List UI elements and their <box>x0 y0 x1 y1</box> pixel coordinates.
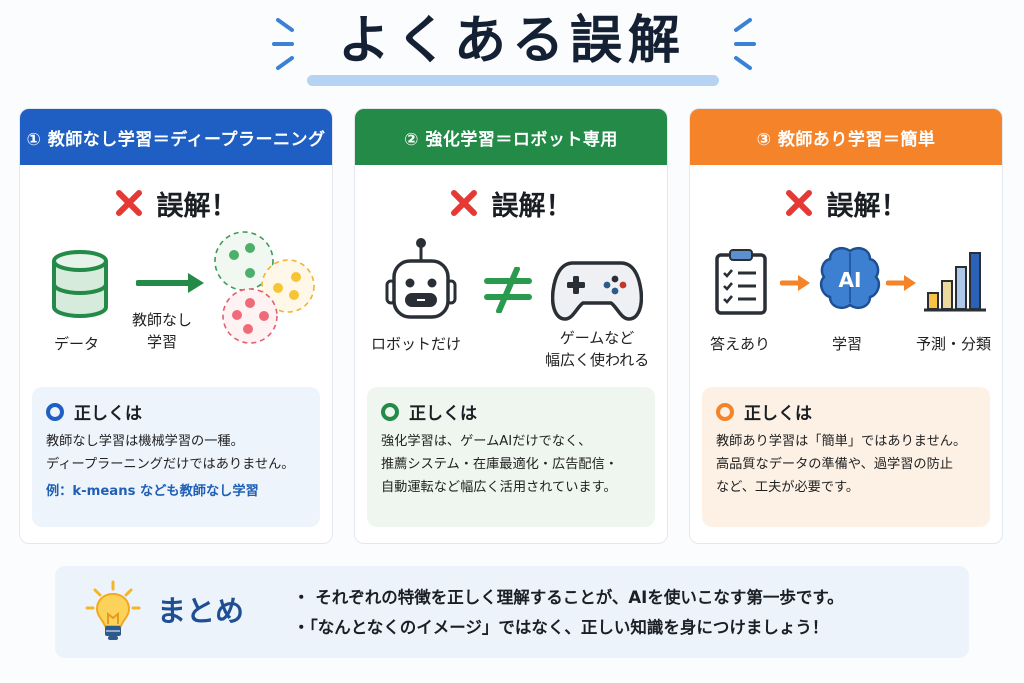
process-label: 教師なし 学習 <box>132 311 193 351</box>
lightbulb-icon <box>85 580 141 640</box>
bar-chart-icon <box>924 252 986 312</box>
title-underline <box>307 75 719 86</box>
sparkle-left-icon <box>272 18 294 70</box>
learn-label: 学習 <box>832 335 863 353</box>
circle-icon <box>716 402 734 421</box>
summary-title: まとめ <box>157 594 245 628</box>
summary-panel: まとめ ・ それぞれの特徴を正しく理解することが、AIを使いこなす第一歩です。 … <box>55 566 969 658</box>
myth-label: 誤解！ <box>156 190 238 222</box>
myth-banner: 誤解！ <box>355 183 667 223</box>
summary-item: ・「なんとなくのイメージ」ではなく、正しい知識を身につけましょう！ <box>293 618 829 637</box>
not-equal-icon <box>484 267 532 313</box>
svg-text:AI: AI <box>839 268 862 292</box>
page-header: よくある誤解 <box>0 0 1024 95</box>
myth-label: 誤解！ <box>491 190 573 222</box>
myth-label: 誤解！ <box>826 190 908 222</box>
robot-label: ロボットだけ <box>371 335 462 353</box>
summary-item: ・ それぞれの特徴を正しく理解することが、AIを使いこなす第一歩です。 <box>293 588 844 607</box>
game-label: ゲームなど 幅広く使われる <box>545 329 650 369</box>
arrow-right-icon <box>780 275 810 291</box>
clusters-icon <box>214 231 315 344</box>
correct-text: 教師あり学習は「簡単」ではありません。 高品質なデータの準備や、過学習の防止 な… <box>716 434 967 495</box>
correct-heading: 正しくは <box>381 399 641 424</box>
correct-box: 正しくは 強化学習は、ゲームAIだけでなく、 推薦システム・在庫最適化・広告配信… <box>367 387 655 527</box>
card-header: ③ 教師あり学習＝簡単 <box>690 109 1002 165</box>
clipboard-checklist-icon <box>715 249 767 315</box>
example-text: 例：k-means なども教師なし学習 <box>46 484 259 499</box>
myth-banner: 誤解！ <box>690 183 1002 223</box>
robot-icon <box>385 238 457 319</box>
circle-icon <box>46 402 64 421</box>
cross-icon <box>450 190 477 216</box>
gamepad-icon <box>551 261 643 321</box>
correct-heading: 正しくは <box>46 399 306 424</box>
illustration: 答えあり AI 学習 予測・分類 <box>690 237 1002 387</box>
card-header: ② 強化学習＝ロボット専用 <box>355 109 667 165</box>
page-title: よくある誤解 <box>337 11 686 71</box>
summary-list: ・ それぞれの特徴を正しく理解することが、AIを使いこなす第一歩です。 ・「なん… <box>293 583 844 643</box>
predict-label: 予測・分類 <box>916 335 992 353</box>
arrow-right-icon <box>136 273 204 293</box>
myth-card-unsupervised: ① 教師なし学習＝ディープラーニング 誤解！ データ 教師なし 学習 <box>19 108 333 544</box>
arrow-right-icon <box>886 275 916 291</box>
circle-icon <box>381 402 399 421</box>
illustration: データ 教師なし 学習 <box>20 231 332 387</box>
answers-label: 答えあり <box>710 335 771 353</box>
database-icon <box>52 250 108 318</box>
ai-brain-icon: AI <box>819 247 881 309</box>
correct-text: 教師なし学習は機械学習の一種。 ディープラーニングだけではありません。 <box>46 434 295 472</box>
correct-text: 強化学習は、ゲームAIだけでなく、 推薦システム・在庫最適化・広告配信・ 自動運… <box>381 434 618 495</box>
correct-box: 正しくは 教師あり学習は「簡単」ではありません。 高品質なデータの準備や、過学習… <box>702 387 990 527</box>
myth-card-supervised: ③ 教師あり学習＝簡単 誤解！ 答えあり AI 学習 <box>689 108 1003 544</box>
sparkle-right-icon <box>734 18 756 70</box>
illustration: ロボットだけ ゲームなど 幅広く使われる <box>355 237 667 387</box>
myth-banner: 誤解！ <box>20 183 332 223</box>
correct-box: 正しくは 教師なし学習は機械学習の一種。 ディープラーニングだけではありません。… <box>32 387 320 527</box>
cross-icon <box>115 190 142 216</box>
card-header: ① 教師なし学習＝ディープラーニング <box>20 109 332 165</box>
correct-heading: 正しくは <box>716 399 976 424</box>
cross-icon <box>785 190 812 216</box>
data-label: データ <box>54 335 100 353</box>
myth-card-reinforcement: ② 強化学習＝ロボット専用 誤解！ ロボットだけ <box>354 108 668 544</box>
